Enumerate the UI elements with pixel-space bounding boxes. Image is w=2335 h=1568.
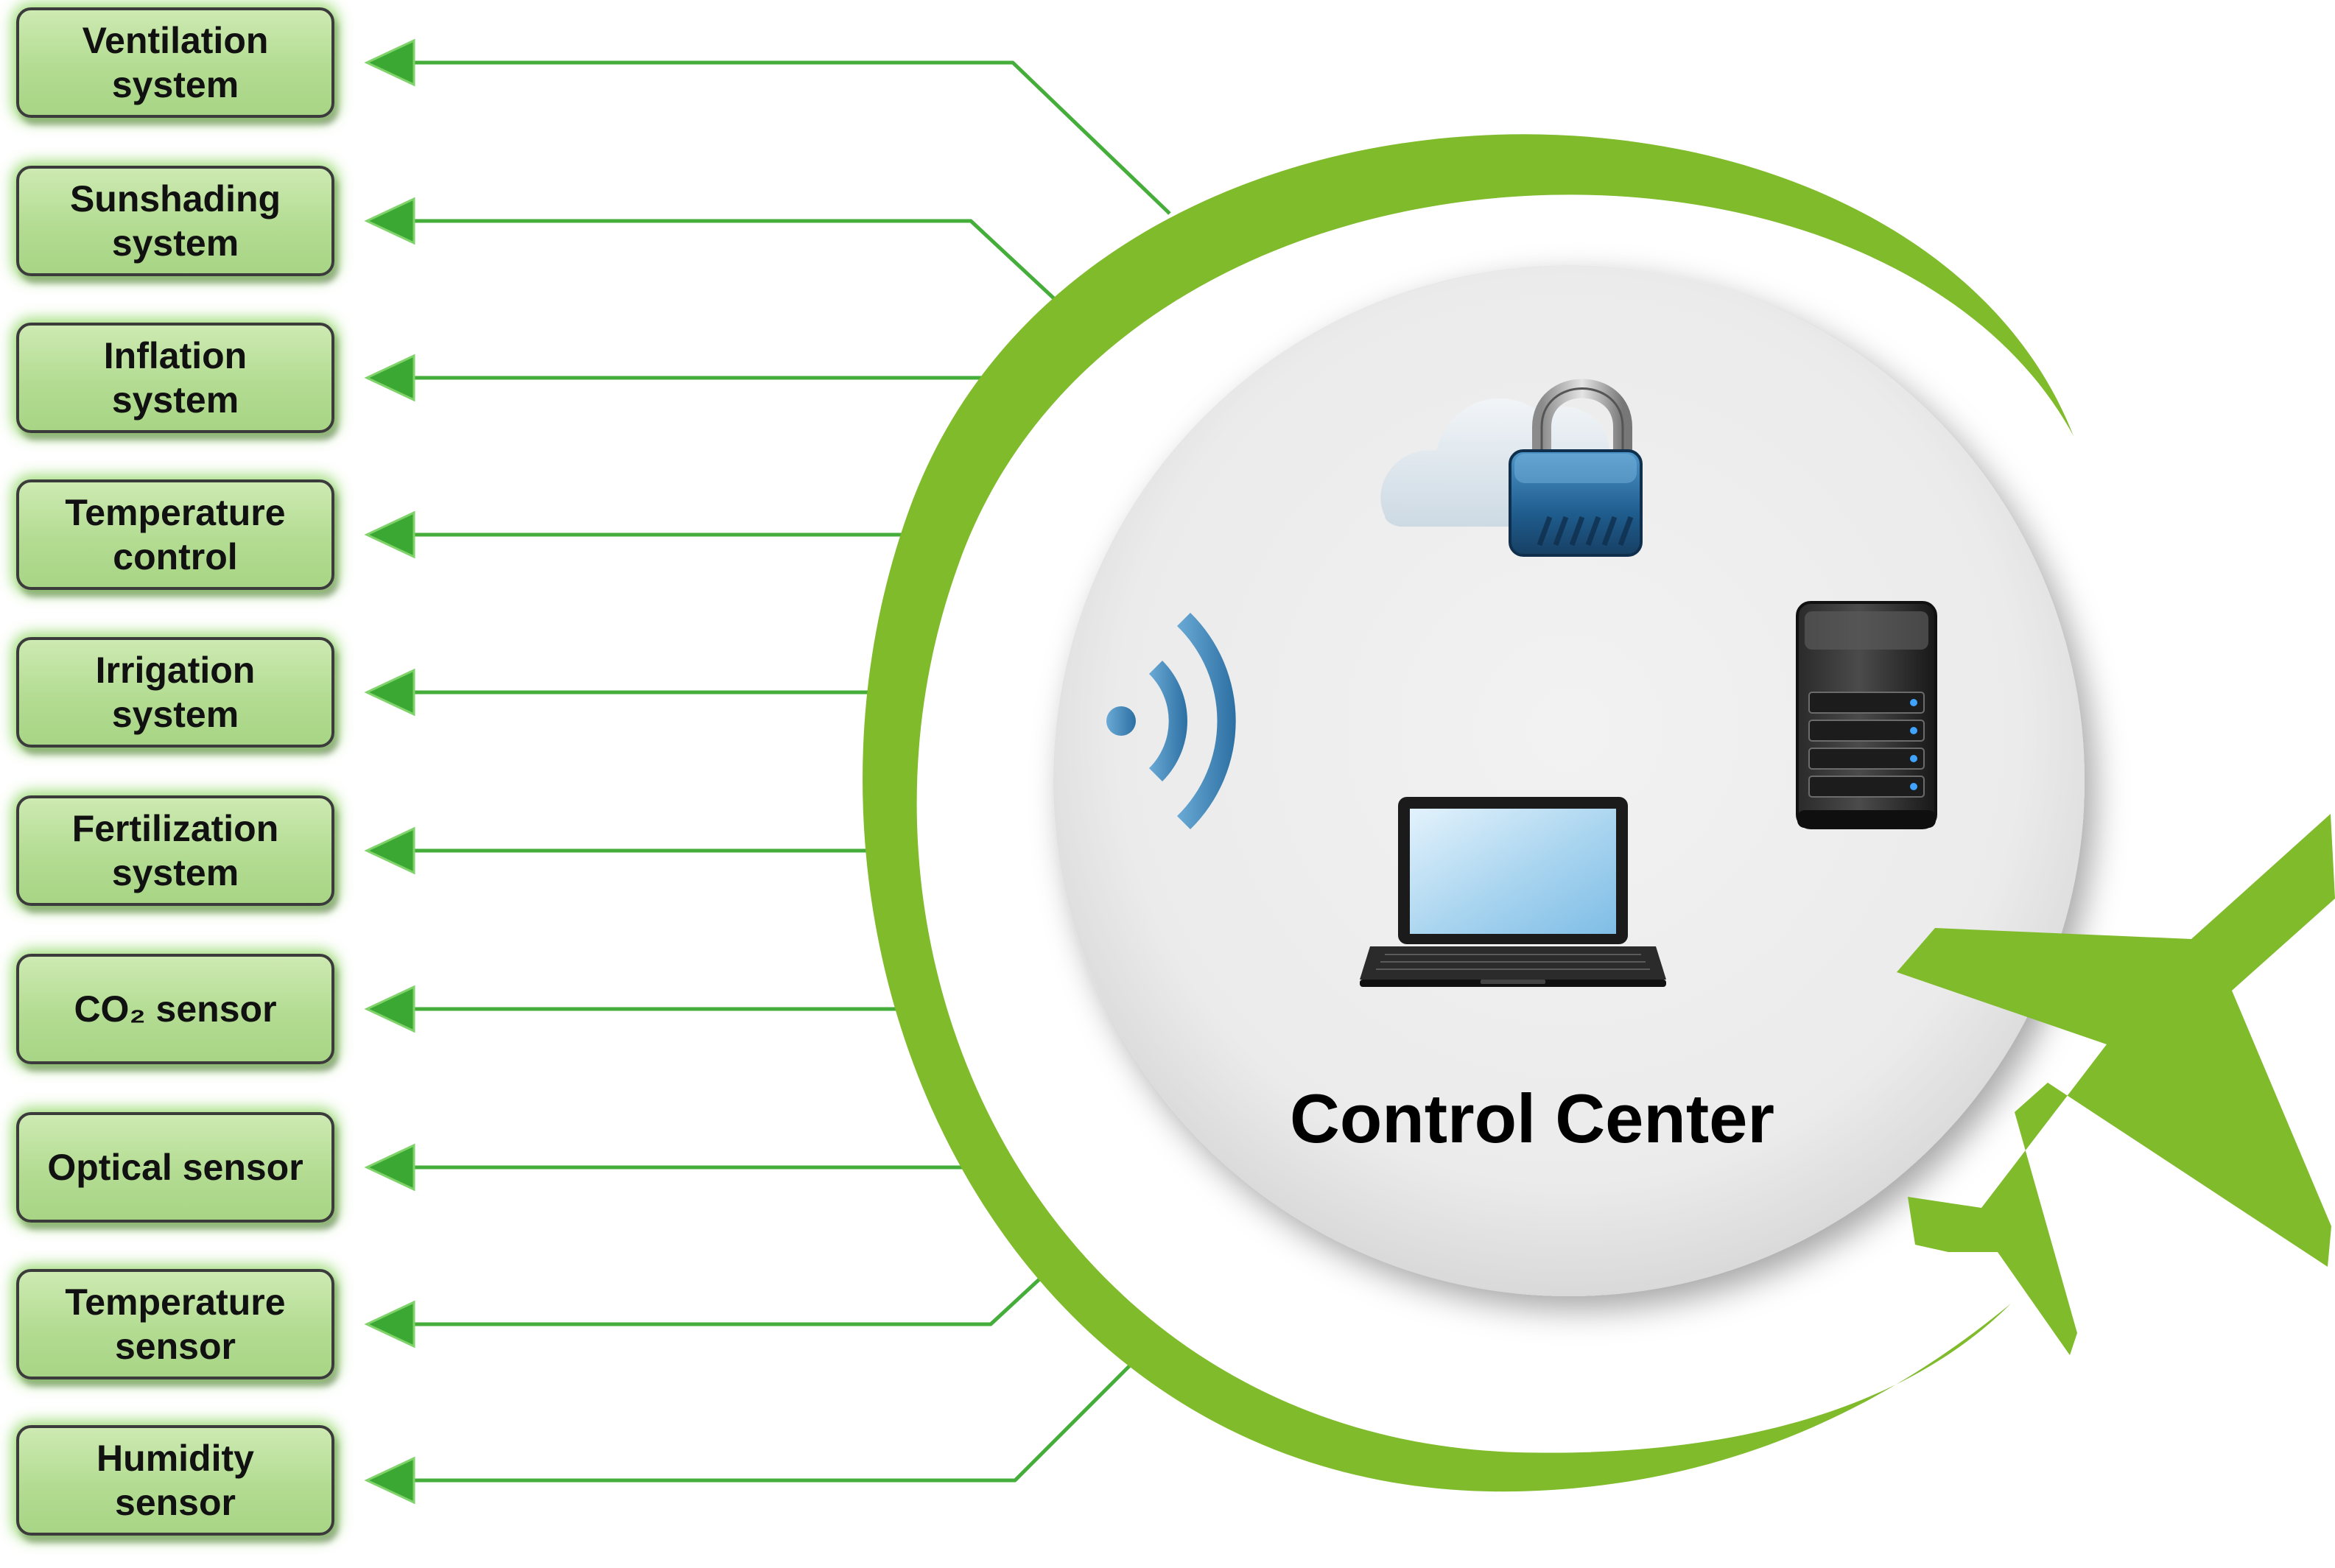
module-label: Temperature control bbox=[65, 492, 286, 577]
module-optical-sensor: Optical sensor bbox=[16, 1112, 334, 1223]
module-inflation-system: Inflation system bbox=[16, 323, 334, 433]
padlock-icon bbox=[1509, 379, 1643, 557]
module-sunshading-system: Sunshading system bbox=[16, 166, 334, 276]
module-label: Optical sensor bbox=[47, 1147, 303, 1188]
module-label: Ventilation system bbox=[82, 20, 269, 105]
center-disc bbox=[1053, 265, 2085, 1296]
module-label: Sunshading system bbox=[69, 178, 281, 264]
module-label: Temperature sensor bbox=[65, 1282, 286, 1367]
module-humidity-sensor: Humidity sensor bbox=[16, 1425, 334, 1536]
arrow-heads bbox=[364, 38, 415, 1505]
module-temperature-control: Temperature control bbox=[16, 479, 334, 590]
module-ventilation-system: Ventilation system bbox=[16, 7, 334, 118]
connector-lines bbox=[394, 60, 1171, 1483]
module-co2-sensor: CO₂ sensor bbox=[16, 954, 334, 1064]
airplane-icon bbox=[1897, 814, 2335, 1355]
control-center-title: Control Center bbox=[1290, 1080, 1774, 1157]
module-fertilization-system: Fertilization system bbox=[16, 795, 334, 906]
module-label: Inflation system bbox=[103, 335, 247, 421]
module-temperature-sensor: Temperature sensor bbox=[16, 1269, 334, 1379]
module-label: Humidity sensor bbox=[96, 1438, 254, 1523]
laptop-icon bbox=[1360, 797, 1666, 987]
module-label: Fertilization system bbox=[71, 808, 279, 893]
module-irrigation-system: Irrigation system bbox=[16, 637, 334, 748]
wifi-signal-icon bbox=[1106, 613, 1236, 829]
module-label: CO₂ sensor bbox=[74, 988, 277, 1030]
server-icon bbox=[1796, 601, 1937, 829]
module-label: Irrigation system bbox=[95, 650, 256, 735]
